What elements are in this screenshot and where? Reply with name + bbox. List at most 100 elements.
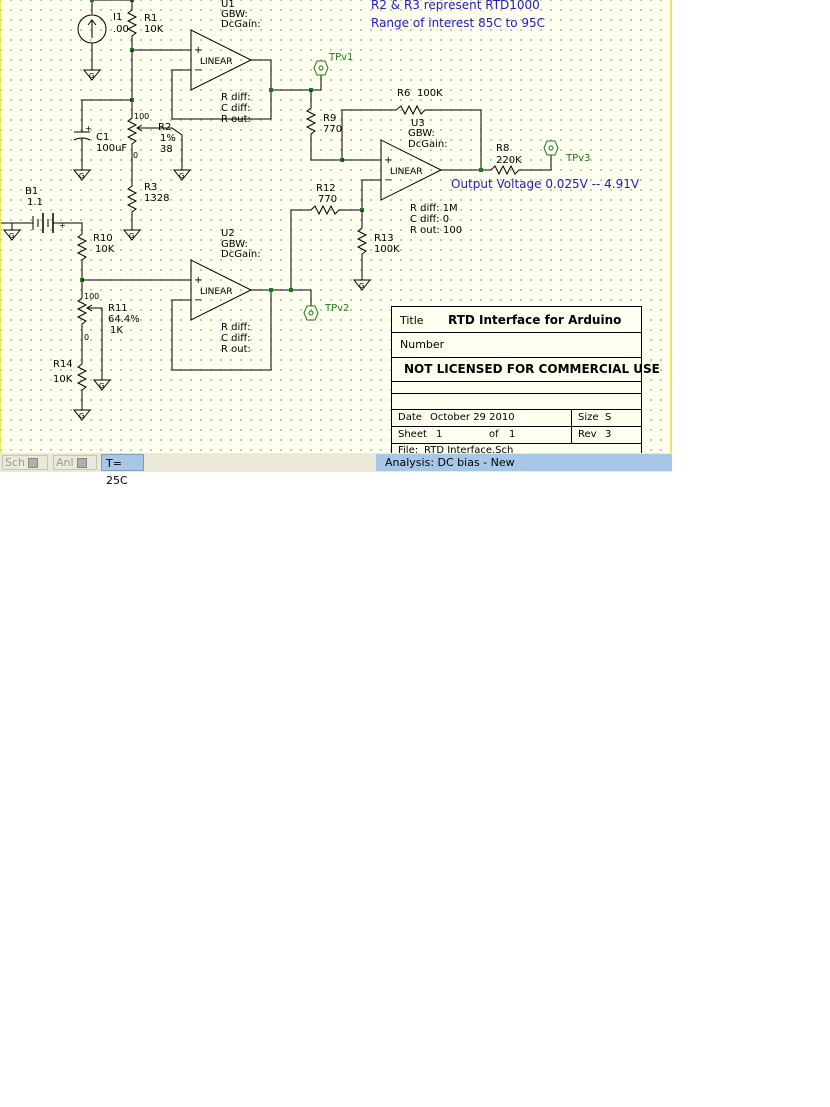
r2-ref: R2 <box>158 122 171 133</box>
u3-rout: R out: 100 <box>410 225 462 236</box>
u3-dcgain: DcGain: <box>408 139 448 150</box>
potentiometer-r11[interactable] <box>76 290 88 360</box>
u3-cdiff: C diff: 0 <box>410 214 449 225</box>
u2-rdiff: R diff: <box>221 322 251 333</box>
resistor-r13[interactable] <box>356 210 368 270</box>
r1-value: 10K <box>144 24 164 35</box>
tab-analysis-label: Anl <box>56 456 74 469</box>
r14-ref: R14 <box>53 359 73 370</box>
tab-schematic-label: Sch <box>5 456 26 469</box>
schematic-drawing: R2 & R3 represent RTD1000 Range of inter… <box>1 0 640 421</box>
u3-minus-sign: − <box>384 175 392 186</box>
u1-dcgain: DcGain: <box>221 19 261 30</box>
sheet-value: 1 <box>436 429 443 440</box>
testpoint-tpv1[interactable] <box>313 60 329 76</box>
svg-text:+: + <box>59 221 66 230</box>
opamp-u1[interactable] <box>190 29 253 91</box>
u1-cdiff: C diff: <box>221 103 251 114</box>
resistor-r10[interactable] <box>76 230 88 290</box>
schematic-editor-window: R2 & R3 represent RTD1000 Range of inter… <box>0 0 672 487</box>
analysis-mode-field[interactable]: Analysis: DC bias - New <box>376 454 672 471</box>
resistor-r14[interactable] <box>76 360 88 410</box>
u1-gbw: GBW: <box>221 9 248 20</box>
r11-bottom-label: 0 <box>84 333 89 342</box>
r12-ref: R12 <box>316 183 336 194</box>
u1-ref: U1 <box>221 0 235 10</box>
note-output-voltage: Output Voltage 0.025V -- 4.91V <box>451 177 640 191</box>
r2-pct: 1% <box>160 133 176 144</box>
r2-top-label: 100 <box>134 112 149 121</box>
r1-ref: R1 <box>144 13 157 24</box>
status-bar: Sch Anl T= 25C Analysis: DC bias - New <box>0 453 672 487</box>
u3-gbw: GBW: <box>408 128 435 139</box>
resistor-r6[interactable] <box>395 104 482 170</box>
u1-rdiff: R diff: <box>221 92 251 103</box>
r14-value: 10K <box>53 374 73 385</box>
r11-ref: R11 <box>108 303 128 314</box>
c1-ref: C1 <box>96 132 109 143</box>
u2-body: LINEAR <box>200 287 233 297</box>
testpoint-tpv2[interactable] <box>303 305 319 321</box>
tab-analysis[interactable]: Anl <box>53 455 97 470</box>
r8-value: 220K <box>496 155 522 166</box>
r2-bottom-label: 0 <box>133 151 138 160</box>
resistor-r3[interactable] <box>126 180 138 230</box>
resistor-r1[interactable] <box>126 0 138 50</box>
tab-schematic[interactable]: Sch <box>2 455 48 470</box>
r2-value: 38 <box>160 144 173 155</box>
of-label: of <box>489 429 499 440</box>
u3-body: LINEAR <box>390 167 423 177</box>
current-source-i1[interactable] <box>77 0 107 70</box>
r11-pct: 64.4% <box>108 314 140 325</box>
r13-value: 100K <box>374 244 400 255</box>
number-label: Number <box>400 338 445 351</box>
of-value: 1 <box>509 429 516 440</box>
u1-minus-sign: − <box>194 65 202 76</box>
u1-body: LINEAR <box>200 57 233 67</box>
potentiometer-r2[interactable] <box>126 113 138 180</box>
svg-text:G: G <box>359 282 364 290</box>
opamp-u2[interactable] <box>190 259 253 321</box>
temperature-field[interactable]: T= 25C <box>101 454 144 487</box>
save-disk-icon <box>28 458 39 468</box>
u2-rout: R out: <box>221 344 251 355</box>
svg-text:G: G <box>179 172 184 180</box>
battery-b1[interactable] <box>32 213 54 233</box>
r6-ref: R6 <box>397 88 410 99</box>
r10-value: 10K <box>95 244 115 255</box>
u3-ref: U3 <box>411 118 425 129</box>
note-rtd: R2 & R3 represent RTD1000 <box>371 0 540 12</box>
c1-value: 100uF <box>96 143 127 154</box>
u2-gbw: GBW: <box>221 239 248 250</box>
r6-value: 100K <box>417 88 443 99</box>
i1-ref: I1 <box>113 12 122 23</box>
resistor-r9[interactable] <box>305 90 342 161</box>
r12-value: 770 <box>318 194 337 205</box>
b1-ref: B1 <box>25 186 38 197</box>
r11-value: 1K <box>110 325 123 336</box>
u2-ref: U2 <box>221 228 235 239</box>
r10-ref: R10 <box>93 233 113 244</box>
u3-plus-sign: + <box>384 155 392 166</box>
note-range: Range of interest 85C to 95C <box>371 16 545 30</box>
u1-plus-sign: + <box>194 45 202 56</box>
title-label: Title <box>400 314 424 327</box>
title-block: Title RTD Interface for Arduino Number N… <box>391 306 660 453</box>
resistor-r8[interactable] <box>490 155 552 176</box>
svg-text:G: G <box>9 232 14 240</box>
title-value: RTD Interface for Arduino <box>448 313 622 327</box>
svg-text:G: G <box>79 172 84 180</box>
u2-minus-sign: − <box>194 295 202 306</box>
resistor-r12[interactable] <box>310 204 362 216</box>
license-notice: NOT LICENSED FOR COMMERCIAL USE <box>404 362 660 376</box>
schematic-canvas[interactable]: R2 & R3 represent RTD1000 Range of inter… <box>0 0 672 453</box>
testpoint-tpv3[interactable] <box>543 140 559 156</box>
opamp-u3[interactable] <box>380 139 443 201</box>
i1-value: .00 <box>113 24 129 35</box>
r9-ref: R9 <box>323 113 336 124</box>
file-value: RTD Interface.Sch <box>424 445 514 453</box>
r13-ref: R13 <box>374 233 394 244</box>
svg-text:G: G <box>79 412 84 420</box>
date-value: October 29 2010 <box>430 412 515 423</box>
tpv1-label: TPv1 <box>328 52 353 63</box>
